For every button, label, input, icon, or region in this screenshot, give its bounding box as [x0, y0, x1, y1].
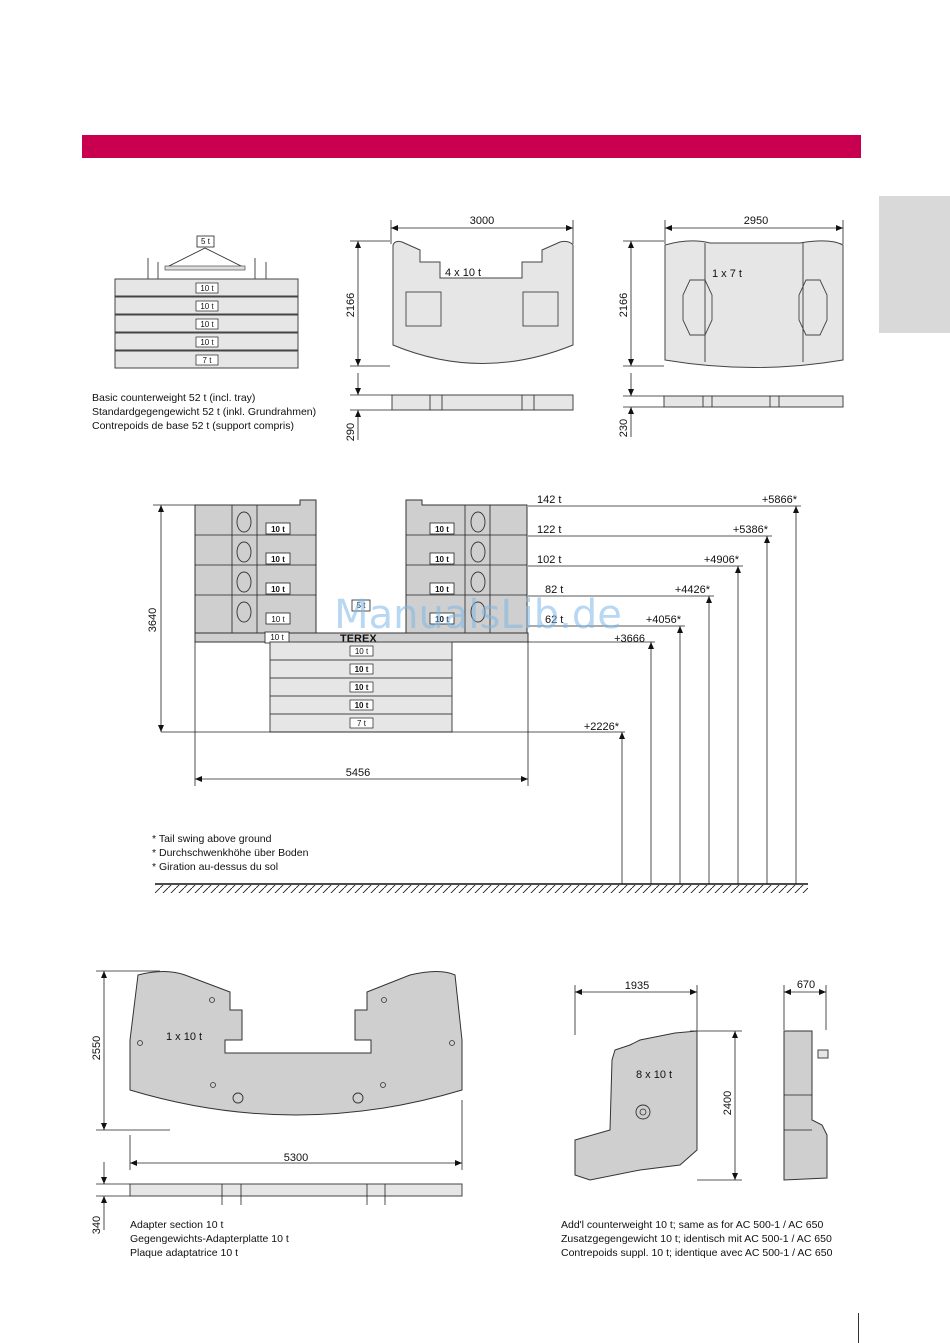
center-block-label: 10 t [355, 701, 369, 710]
level-weight: 122 t [537, 524, 561, 536]
center-block-label: 10 t [355, 683, 369, 692]
basic-block-label: 7 t [203, 356, 213, 365]
level-weight: 142 t [537, 494, 561, 506]
plate1-label: 4 x 10 t [445, 267, 481, 279]
caption-line: Basic counterweight 52 t (incl. tray) [92, 392, 256, 404]
basic-block-label: 10 t [200, 284, 214, 293]
caption-line: Zusatzgegengewicht 10 t; identisch mit A… [561, 1233, 832, 1245]
level-weight: 102 t [537, 554, 561, 566]
watermark-text: ManualsLib.de [334, 592, 622, 638]
adapter-height: 2550 [91, 1036, 103, 1060]
plate-4x10t-drawing: 3000 2166 4 x 10 t 290 [345, 215, 574, 441]
plate1-width: 3000 [470, 215, 494, 227]
tray-label-box [196, 235, 215, 248]
level-height: +4426* [675, 584, 711, 596]
tray-label: 5 t [201, 237, 211, 246]
main-width: 5456 [346, 767, 370, 779]
main-height: 3640 [147, 608, 159, 632]
basic-caption: Basic counterweight 52 t (incl. tray) St… [92, 391, 316, 433]
basic-block-label: 10 t [200, 338, 214, 347]
level-height: +3666 [614, 633, 645, 645]
center-block-label: 10 t [270, 633, 284, 642]
adapter-width: 5300 [284, 1152, 308, 1164]
additional-label: 8 x 10 t [636, 1069, 672, 1081]
caption-line: Contrepoids suppl. 10 t; identique avec … [561, 1247, 833, 1259]
plate2-label: 1 x 7 t [712, 268, 742, 280]
adapter-plate-drawing: 2550 1 x 10 t 5300 340 [91, 970, 463, 1234]
caption-line: Contrepoids de base 52 t (support compri… [92, 420, 294, 432]
caption-line: Gegengewichts-Adapterplatte 10 t [130, 1233, 289, 1245]
tail-swing-notes: * Tail swing above ground * Durchschwenk… [152, 832, 308, 874]
left-block-label: 10 t [271, 525, 285, 534]
header-bar [82, 135, 861, 158]
level-weight: 62 t [545, 614, 563, 626]
level-height: +5866* [762, 494, 798, 506]
note-line: * Giration au-dessus du sol [152, 861, 279, 873]
level-height: +4906* [704, 554, 740, 566]
right-block-label: 10 t [435, 615, 449, 624]
side-tab [879, 196, 950, 333]
center-block-label: 5 t [357, 601, 367, 610]
right-block-label: 10 t [435, 585, 449, 594]
caption-line: Add'l counterweight 10 t; same as for AC… [561, 1219, 824, 1231]
additional-width: 1935 [625, 980, 649, 992]
additional-height: 2400 [722, 1091, 734, 1115]
ground-hatch [155, 885, 808, 893]
basic-counterweight-drawing: 5 t 10 t 10 t 10 t 10 t 7 t [114, 235, 299, 369]
adapter-caption: Adapter section 10 t Gegengewichts-Adapt… [130, 1218, 289, 1260]
caption-line: Adapter section 10 t [130, 1219, 224, 1231]
caption-line: Standardgegengewicht 52 t (inkl. Grundra… [92, 406, 317, 418]
additional-depth: 670 [797, 979, 815, 991]
level-weight: 82 t [545, 584, 563, 596]
main-assembly-drawing: 3640 10 t 10 t 10 t 10 t 10 [147, 494, 808, 893]
additional-caption: Add'l counterweight 10 t; same as for AC… [561, 1218, 832, 1260]
left-block-label: 10 t [271, 585, 285, 594]
adapter-thickness: 340 [91, 1216, 103, 1234]
plate2-thickness: 230 [618, 419, 630, 437]
right-block-label: 10 t [435, 525, 449, 534]
plate2-height: 2166 [618, 293, 630, 317]
note-line: * Tail swing above ground [152, 833, 272, 845]
level-height: +5386* [733, 524, 769, 536]
page-rule [858, 1313, 859, 1343]
basic-block-label: 10 t [200, 320, 214, 329]
plate1-thickness: 290 [345, 423, 357, 441]
basic-block-label: 10 t [200, 302, 214, 311]
center-block-label: 7 t [357, 719, 367, 728]
plate1-height: 2166 [345, 293, 357, 317]
note-line: * Durchschwenkhöhe über Boden [152, 847, 309, 859]
right-block-label: 10 t [435, 555, 449, 564]
plate-1x7t-drawing: 2950 2166 1 x 7 t 230 [618, 215, 844, 437]
additional-counterweight-drawing: 1935 2400 8 x 10 t 670 [574, 979, 829, 1181]
center-block-label: 10 t [355, 665, 369, 674]
adapter-label: 1 x 10 t [166, 1031, 202, 1043]
level-height: +2226* [584, 721, 620, 733]
left-block-label: 10 t [271, 555, 285, 564]
center-block-label: 10 t [355, 647, 369, 656]
plate2-width: 2950 [744, 215, 768, 227]
caption-line: Plaque adaptatrice 10 t [130, 1247, 238, 1259]
left-block-label: 10 t [271, 615, 285, 624]
level-height: +4056* [646, 614, 682, 626]
